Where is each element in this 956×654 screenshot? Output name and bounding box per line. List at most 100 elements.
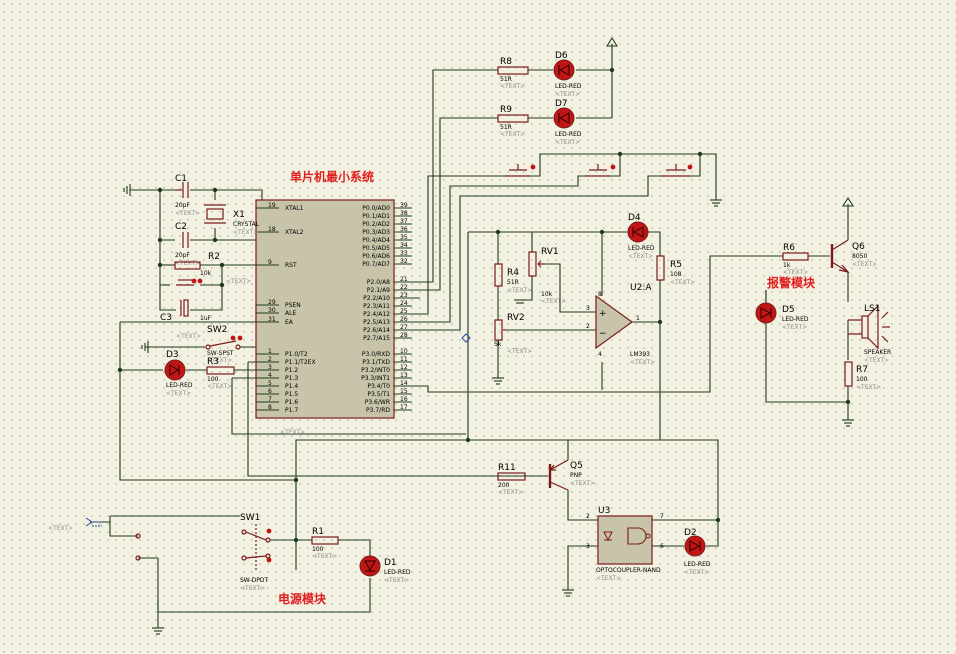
r8-text: <TEXT>	[500, 83, 525, 90]
optocoupler-u3: U3 2 3 7 6 OPTOCOUPLER-NAND <TEXT>	[586, 506, 664, 582]
switch-sw1[interactable]: SW1 SW-DPDT <TEXT>	[135, 513, 272, 592]
resistor-r11: R11 200 <TEXT>	[497, 463, 526, 496]
push-button-2[interactable]	[585, 164, 616, 177]
potentiometer-rv1[interactable]: RV1 10k <TEXT>	[528, 247, 566, 305]
d4-text: <TEXT>	[628, 253, 653, 260]
c1-ref: C1	[175, 174, 187, 184]
mcu-pin-num-right-19: 13	[400, 372, 408, 379]
sw1-value: SW-DPDT	[240, 577, 269, 584]
rv2-ref: RV2	[507, 313, 525, 323]
ground-alarm	[842, 419, 854, 427]
switch-sw2[interactable]: SW2 SW-SPST <TEXT>	[141, 325, 243, 364]
r3-value: 100	[207, 376, 219, 383]
ground-comparator	[492, 299, 526, 385]
mcu-module-title: 单片机最小系统	[290, 169, 374, 184]
d6-text: <TEXT>	[555, 91, 580, 98]
r5-ref: R5	[670, 260, 682, 270]
mcu-pin-name-left-3: PSEN	[285, 302, 301, 309]
r7-text: <TEXT>	[856, 384, 881, 391]
q5-text: <TEXT>	[570, 480, 595, 487]
mcu-pin-name-right-2: P0.2/AD2	[362, 221, 390, 228]
mcu-pin-num-right-11: 24	[400, 300, 408, 307]
mcu-pin-name-right-21: P3.5/T1	[367, 391, 390, 398]
d6-ref: D6	[555, 51, 568, 61]
mcu-pin-num-left-9: 4	[268, 372, 272, 379]
resistor-r1: R1 100 <TEXT>	[311, 527, 339, 560]
ground-opto	[562, 589, 574, 597]
mcu-pin-name-right-20: P3.4/T0	[367, 383, 390, 390]
alarm-module-title: 报警模块	[767, 275, 816, 290]
r4-text: <TEXT>	[507, 287, 532, 294]
d2-value: LED-RED	[684, 561, 711, 568]
mcu-pin-num-left-1: 18	[268, 226, 276, 233]
capacitor-c2: C2 20pF <TEXT>	[175, 222, 200, 267]
r7-value: 100	[856, 376, 868, 383]
c1-text: <TEXT>	[175, 210, 200, 217]
mcu-pin-num-right-1: 38	[400, 210, 408, 217]
x1-ref: X1	[233, 210, 245, 220]
mcu-pin-num-right-8: 21	[400, 276, 408, 283]
d3-ref: D3	[166, 350, 179, 360]
q6-value: 8050	[852, 253, 867, 260]
mcu-pin-name-right-14: P2.6/A14	[363, 327, 390, 334]
c2-text: <TEXT>	[175, 260, 200, 267]
mcu-pin-num-left-12: 7	[268, 396, 272, 403]
ground-left	[123, 184, 131, 196]
u2-ref: U2:A	[630, 283, 652, 293]
mcu-pin-num-left-5: 31	[268, 316, 276, 323]
u2-value: LM393	[630, 351, 650, 358]
q6-ref: Q6	[852, 242, 865, 252]
mcu-pin-num-right-12: 25	[400, 308, 408, 315]
r2-value: 10k	[200, 270, 212, 277]
r2-ref: R2	[208, 252, 220, 262]
mcu-pin-num-right-18: 12	[400, 364, 408, 371]
led-d1: D1 LED-RED <TEXT>	[359, 555, 411, 584]
crystal-x1: X1 CRYSTAL <TEXT>	[204, 204, 260, 236]
opamp-u2a: + − 3 2 1 8 4 U2:A LM393 <TEXT>	[586, 283, 655, 366]
transistor-q6: Q6 8050 <TEXT>	[830, 239, 877, 273]
reset-button[interactable]: <TEXT>	[176, 278, 251, 286]
r6-text: <TEXT>	[783, 269, 808, 276]
mcu-pin-num-right-4: 35	[400, 234, 408, 241]
u3-pin6: 6	[660, 543, 664, 550]
mcu-pin-name-left-8: P1.2	[285, 367, 298, 374]
c2-ref: C2	[175, 222, 187, 232]
dc-input-terminal: <TEXT>	[48, 517, 102, 532]
mcu-pin-name-right-13: P2.5/A13	[363, 319, 390, 326]
r6-ref: R6	[783, 243, 795, 253]
sw2-value: SW-SPST	[207, 350, 234, 357]
led-d5: D5 LED-RED <TEXT>	[755, 302, 809, 331]
push-button-3[interactable]	[660, 164, 693, 177]
resistor-r8: R8 51R <TEXT>	[497, 57, 529, 90]
mcu-pin-num-left-7: 2	[268, 356, 272, 363]
q5-ref: Q5	[570, 461, 583, 471]
mcu-pin-name-right-18: P3.2/INT0	[361, 367, 390, 374]
d7-text: <TEXT>	[555, 139, 580, 146]
mcu-pin-name-right-12: P2.4/A12	[363, 311, 390, 318]
mcu-pin-name-left-1: XTAL2	[285, 229, 304, 236]
push-button-1[interactable]	[505, 164, 536, 177]
r7-ref: R7	[856, 365, 868, 375]
mcu-pin-name-right-15: P2.7/A15	[363, 335, 390, 342]
mcu-pin-name-left-6: P1.0/T2	[285, 351, 308, 358]
mcu-pin-num-right-16: 10	[400, 348, 408, 355]
d1-ref: D1	[384, 558, 397, 568]
r6-value: 1k	[783, 262, 791, 269]
mcu-pin-name-right-1: P0.1/AD1	[362, 213, 390, 220]
ls1-ref: LS1	[864, 304, 880, 314]
potentiometer-rv2[interactable]: RV2 5k <TEXT>	[494, 313, 532, 355]
sw1-ref: SW1	[240, 513, 260, 523]
r8-value: 51R	[500, 76, 512, 83]
c1-value: 20pF	[175, 202, 190, 209]
wires	[90, 52, 849, 628]
mcu-pin-num-right-22: 16	[400, 396, 408, 403]
rv1-text: <TEXT>	[541, 298, 566, 305]
d2-ref: D2	[684, 528, 697, 538]
r3-ref: R3	[207, 357, 219, 367]
mcu-pin-name-left-9: P1.3	[285, 375, 298, 382]
opamp-pin3: 3	[586, 305, 590, 312]
mcu-pin-name-right-10: P2.2/A10	[363, 295, 390, 302]
mcu-pin-num-left-3: 29	[268, 299, 276, 306]
